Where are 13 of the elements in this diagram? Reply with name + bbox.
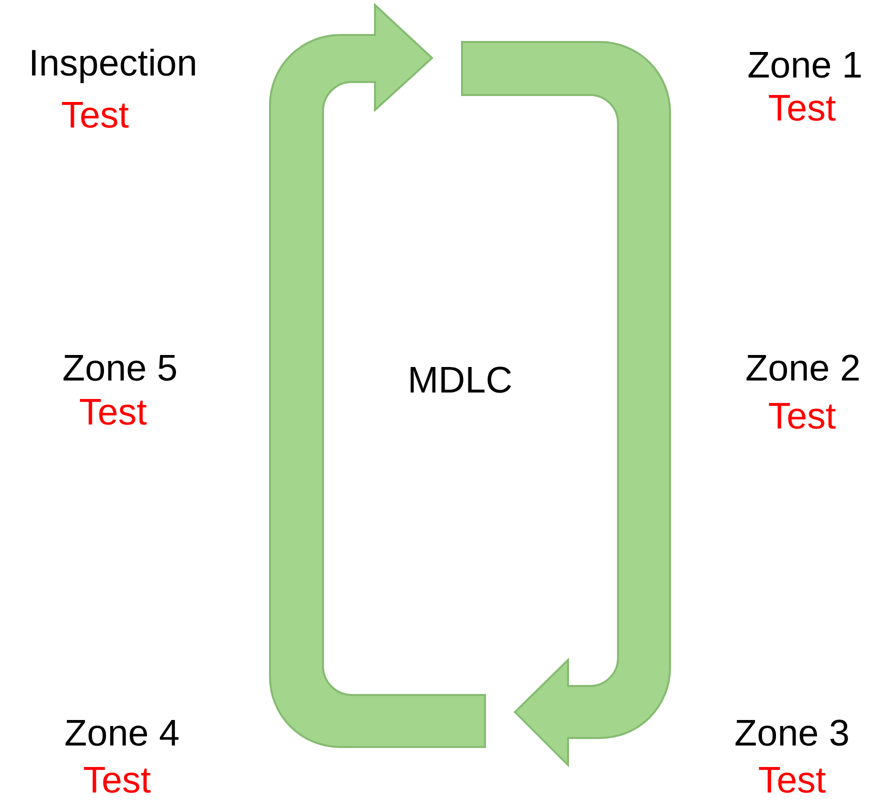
stage-label: Zone 2 bbox=[745, 350, 861, 386]
stage-label: Zone 5 bbox=[62, 350, 178, 386]
test-label: Test bbox=[768, 398, 836, 434]
stage-label: Inspection bbox=[28, 44, 198, 82]
center-label: MDLC bbox=[408, 362, 512, 398]
stage-label: Zone 1 bbox=[747, 46, 863, 84]
stage-label: Zone 3 bbox=[734, 714, 850, 752]
test-label: Test bbox=[83, 762, 151, 798]
test-label: Test bbox=[768, 90, 836, 126]
stage-label: Zone 4 bbox=[64, 714, 180, 752]
test-label: Test bbox=[61, 96, 129, 134]
test-label: Test bbox=[758, 762, 826, 798]
test-label: Test bbox=[79, 394, 147, 430]
